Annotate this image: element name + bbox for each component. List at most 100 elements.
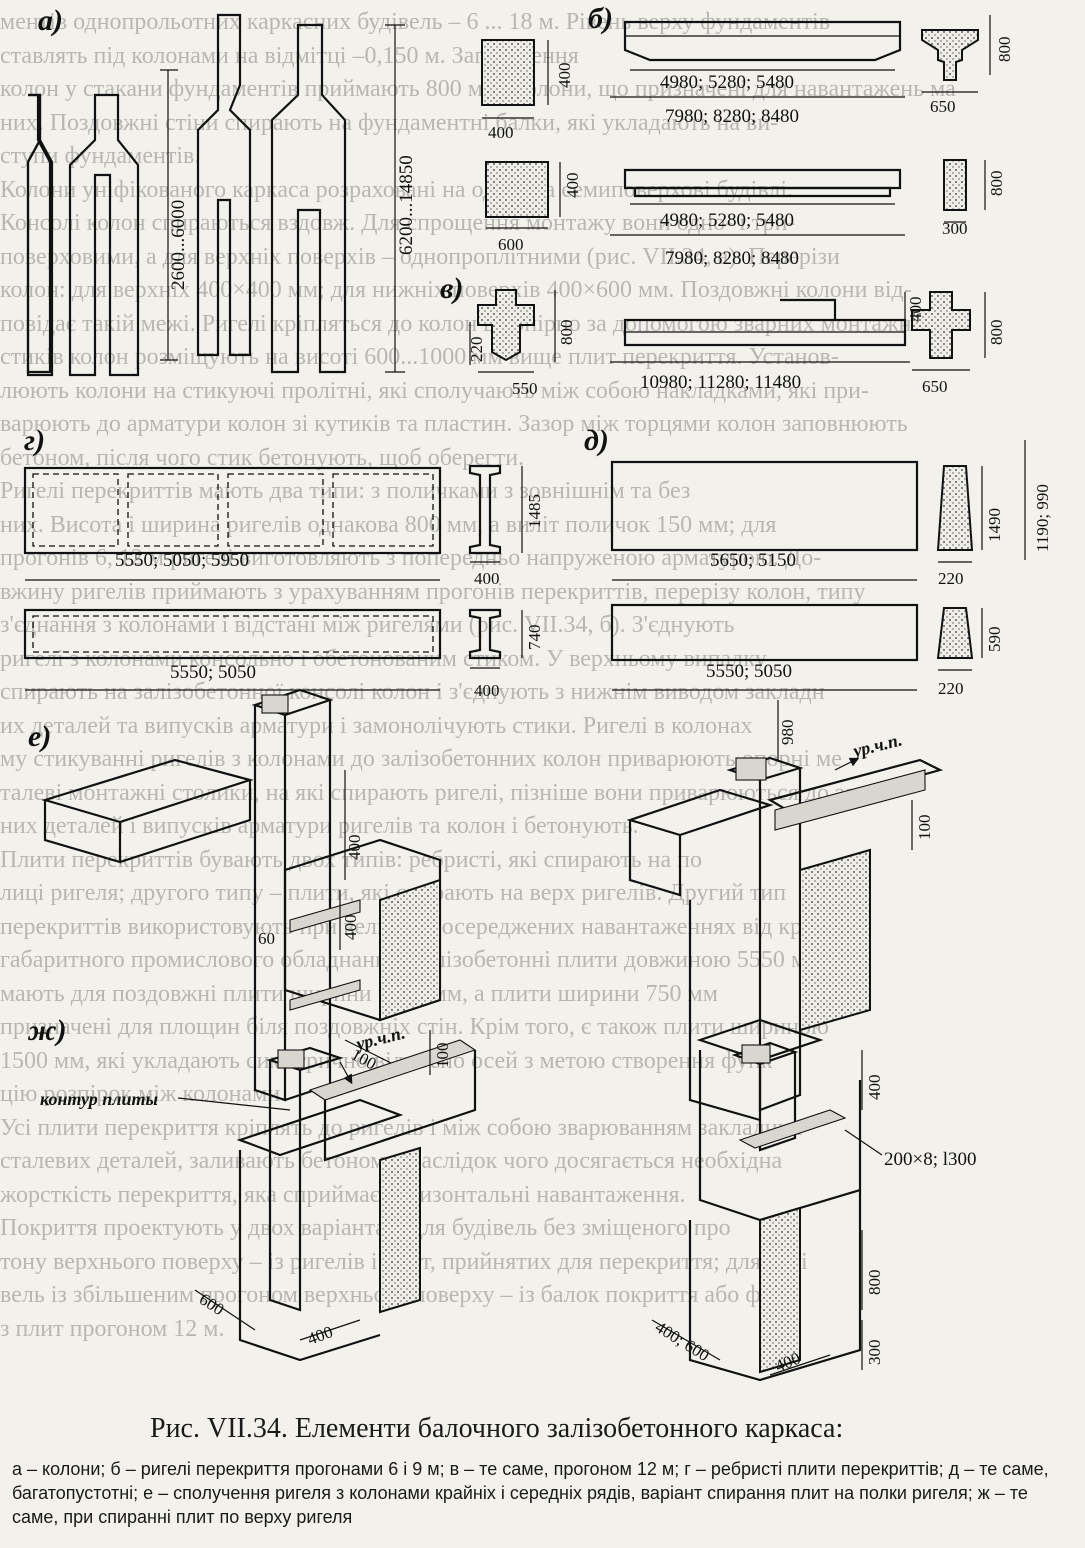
girder-narrow-section [943,159,967,211]
girder-row2 [623,168,902,190]
column-iso [268,1060,302,1312]
dim-ribbed-top-length: 5550; 5050; 5950 [115,550,249,571]
column-iso-side [284,700,332,1102]
girder-left-iso [628,820,682,897]
panel-label-v: в) [440,272,463,305]
column-head-top [277,1049,305,1069]
dim-ribbed-bottom-height: 740 [525,625,544,651]
dim-hollow-top-height: 1490 [985,508,1004,542]
dim-line [299,1319,361,1341]
weld-plate [289,979,361,1011]
dim-girder-section-height: 400 [555,63,574,89]
panel-d-hollow-slabs: д) 5650; 5150 1490 1190; 990 220 5550; 5… [584,424,1052,698]
figure-caption-description: а – колони; б – ригелі перекриття прогон… [12,1459,1049,1527]
panel-b-girders: б) 400 400 4980; 5280; 5480 7980; 8280; … [481,2,1014,269]
panel-zh-joints: ж) ур.ч.п. 100 контур плиты 600 [27,1014,977,1382]
dim-ribbed-top-width: 400 [474,569,500,588]
slab-rib [332,473,434,547]
column-head-top [261,694,289,714]
weld-plate [289,899,361,933]
joint-zh-left: ур.ч.п. 100 контур плиты 600 400 [40,1022,477,1362]
column-head-top [735,757,767,781]
dim-joint-e-400b: 400 [341,915,360,941]
dim-hollow-bottom-width: 220 [938,679,964,698]
level-arrow [834,757,860,771]
dim-girder12-width: 550 [512,379,538,398]
hollow-section-bottom [936,607,974,659]
girder-iso-end [379,878,441,1022]
column-iso [758,1052,797,1152]
dim-6200-14850: 6200...14850 [396,155,417,255]
column-iso-front [253,705,287,1102]
dim-girder-length-inner: 4980; 5280; 5480 [660,72,794,93]
girder-section-square [481,39,535,106]
dim-joint-e-100b: 100 [915,815,934,841]
panel-label-a: а) [38,4,63,37]
girder12-cross-section [477,289,535,362]
column-head-top [741,1044,771,1064]
dim-joint-zh-100: 100 [433,1043,452,1069]
dim-ribbed-top-height: 1485 [525,494,544,528]
girder-t-section [921,29,979,81]
weld-plate [738,1109,847,1149]
dim-girder2-section-height: 400 [563,173,582,199]
hollow-slab-top [610,460,919,552]
column-body [238,1150,381,1362]
girder-section-iso [379,1146,421,1314]
dim-ribbed-bottom-length: 5550; 5050 [170,662,256,683]
leader-line [177,1097,291,1111]
panel-label-d: д) [584,424,609,457]
dim-girder-section-width: 400 [488,123,514,142]
dim-girder2-section-width: 600 [498,235,524,254]
hollow-slab-bottom [610,603,919,662]
ribbed-section-bottom [468,608,502,660]
dim-hollow-bottom-length: 5550; 5050 [706,661,792,682]
girder-iso-front [323,1050,477,1162]
dim-hollow-top-length: 5650; 5150 [710,550,796,571]
dim-line [194,1289,256,1331]
dim-girder12-right-width: 650 [922,377,948,396]
dim-girder-length-outer: 7980; 8280; 8480 [665,106,799,127]
column-3 [196,13,252,357]
panel-label-b: б) [588,2,613,35]
dim-ribbed-bottom-width: 400 [474,681,500,700]
column-2 [68,93,140,377]
joint-zh-right: 400 200×8; l300 800 400; 600 400 300 [651,1018,977,1382]
dim-girder2-length-outer: 7980; 8280; 8480 [665,248,799,269]
dim-joint-e-400a: 400 [345,835,364,861]
dim-hollow-bottom-height: 590 [985,627,1004,653]
slab-iso-side [43,800,122,864]
level-label-e: ур.ч.п. [849,729,904,761]
column-1-outline [26,93,54,377]
dim-joint-zh-400r: 400 [865,1075,884,1101]
dim-narrow-section-height: 800 [987,171,1006,197]
slab-rib [227,473,324,547]
figure-caption-title: Рис. VII.34. Елементи балочного залізобе… [150,1413,844,1444]
panel-v-girders-12m: в) 220 800 550 10980; 11280; 11480 400 8… [440,272,1006,398]
dim-girder12-right-400: 400 [906,297,925,323]
slab-iso-front [119,780,252,864]
panel-a-columns: а) 2600...6000 6200...14850 [26,4,417,377]
dim-girder2-length-inner: 4980; 5280; 5480 [660,210,794,231]
weld-plate-label: 200×8; l300 [884,1149,977,1170]
girder-row3 [623,318,907,347]
dim-girder12-height: 800 [557,320,576,346]
dim-2600-6000: 2600...6000 [168,200,189,290]
dim-line [344,1039,396,1066]
level-label-zh: ур.ч.п. [352,1022,407,1054]
girder12-cross-section-right [911,291,971,359]
dim-line [651,1319,721,1361]
dim-girder12-right-height: 800 [987,320,1006,346]
joint-e-right: 980 ур.ч.п. 100 [626,700,944,1122]
dim-girder12-length: 10980; 11280; 11480 [640,372,801,393]
girder-row3-top [780,298,837,320]
girder-ribbed-top [774,769,926,831]
column-body [688,900,761,1122]
panel-label-zh: ж) [27,1014,67,1047]
ribbed-slab-top [23,466,442,555]
girder-section-iso [799,848,871,1032]
column-4 [270,23,347,374]
dim-joint-zh-400-600: 400; 600 [652,1317,713,1365]
panel-label-e: е) [28,720,51,753]
